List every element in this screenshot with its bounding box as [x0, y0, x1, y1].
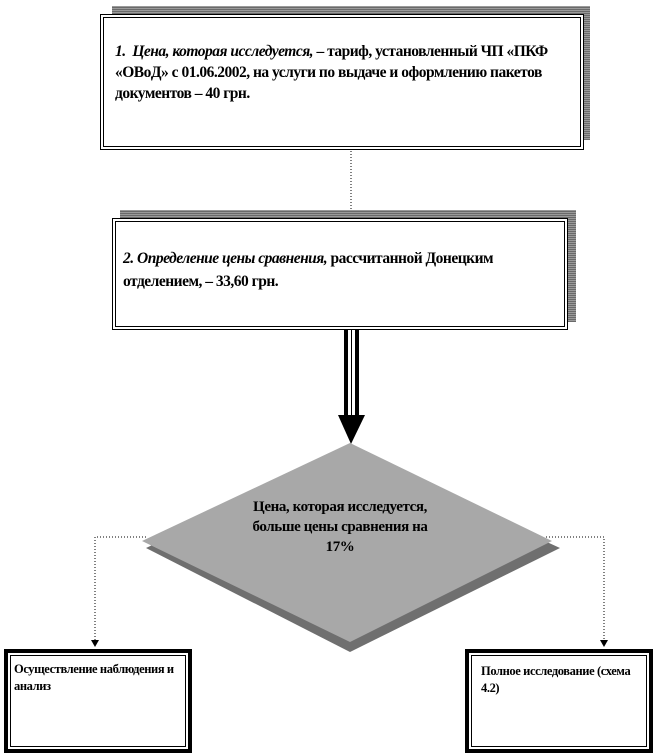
full-study-box: Полное исследование (схема 4.2) [465, 649, 653, 753]
box1-number: 1. [115, 43, 126, 60]
left-branch-line [94, 536, 146, 642]
observation-text: Осуществление наблюдения и анализ [14, 662, 174, 693]
right-branch-line [546, 536, 605, 642]
comparison-price-box: 2. Определение цены сравнения, рассчитан… [112, 210, 576, 332]
price-under-study-box: 1. Цена, которая исследуется, – тариф, у… [100, 6, 592, 152]
box2-title: 2. Определение цены сравнения, [123, 250, 328, 267]
decision-diamond [142, 443, 552, 642]
box2-body: рассчитанной Донецким отделением, – 33,6… [123, 250, 494, 290]
box1-title: Цена, которая исследуется, [132, 43, 314, 60]
left-branch-arrowhead [91, 640, 99, 647]
comparison-price-text: 2. Определение цены сравнения, рассчитан… [123, 247, 557, 293]
price-under-study-text: 1. Цена, которая исследуется, – тариф, у… [115, 41, 573, 104]
box-frame: 2. Определение цены сравнения, рассчитан… [112, 218, 568, 330]
observation-box: Осуществление наблюдения и анализ [4, 649, 192, 753]
full-study-text: Полное исследование (схема 4.2) [481, 664, 631, 695]
box1-body: – тариф, установленный ЧП «ПКФ «ОВоД» с … [115, 43, 548, 102]
thick-arrow [338, 328, 365, 444]
decision-text: Цена, которая исследуется, больше цены с… [252, 499, 428, 555]
right-branch-arrowhead [600, 640, 608, 647]
box-frame: 1. Цена, которая исследуется, – тариф, у… [100, 14, 584, 150]
